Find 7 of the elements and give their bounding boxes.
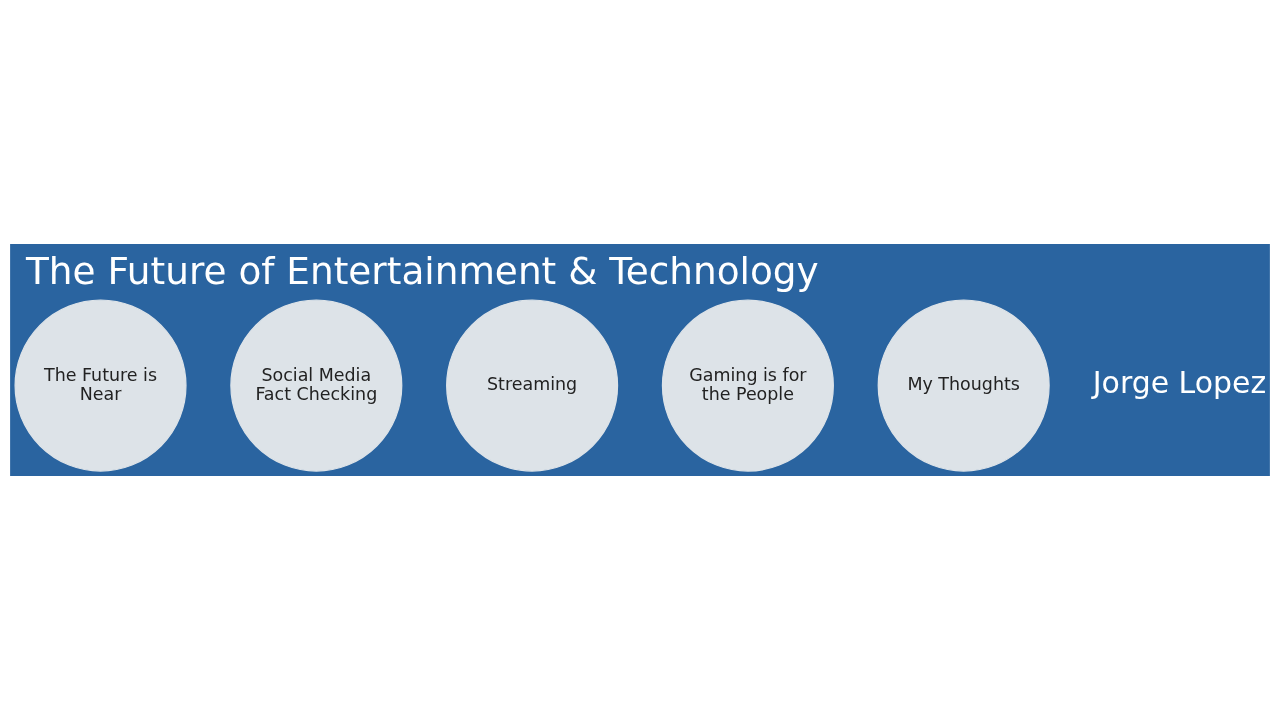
node-circle: Social Media Fact Checking — [230, 299, 403, 472]
node-circle: Gaming is for the People — [661, 299, 834, 472]
node-circle: My Thoughts — [877, 299, 1050, 472]
diagram-title: The Future of Entertainment & Technology — [25, 248, 819, 293]
label: Jorge Lopez — [1092, 365, 1267, 401]
node-circle: Streaming — [446, 299, 619, 472]
node-circle: The Future is Near — [14, 299, 187, 472]
